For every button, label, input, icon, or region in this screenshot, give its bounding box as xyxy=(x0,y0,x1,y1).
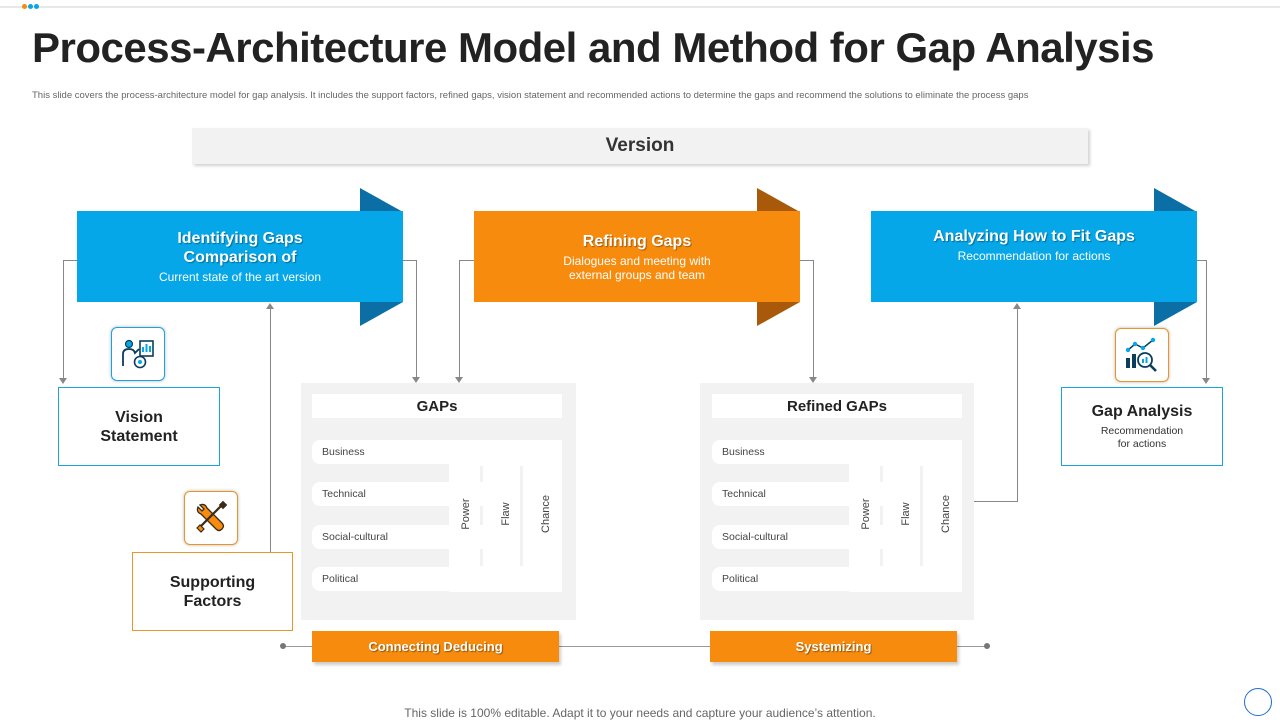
column-label: Flaw xyxy=(900,502,912,526)
column-divider xyxy=(880,466,883,566)
banner-subtitle: Current state of the art version xyxy=(158,270,322,284)
banner-identifying-gaps: Identifying Gaps Comparison of Current s… xyxy=(77,211,403,302)
banner-title: Analyzing How to Fit Gaps xyxy=(933,228,1135,245)
presenter-vision-icon xyxy=(111,327,165,381)
column-divider xyxy=(480,466,483,566)
column-divider xyxy=(520,466,523,566)
banner-analyzing-gaps: Analyzing How to Fit Gaps Recommendation… xyxy=(871,211,1197,302)
connector-line xyxy=(1017,309,1018,501)
connector-line xyxy=(1197,260,1207,261)
arrow-up xyxy=(266,303,274,309)
card-subtitle: Recommendation for actions xyxy=(1100,425,1184,450)
timeline-endpoint xyxy=(280,643,286,649)
arrow-down xyxy=(59,378,67,384)
connector-line xyxy=(270,309,271,553)
footer-note: This slide is 100% editable. Adapt it to… xyxy=(404,706,876,720)
arrow-down xyxy=(809,377,817,383)
column-cell xyxy=(890,466,918,566)
tools-wrench-screwdriver-icon xyxy=(184,491,238,545)
row-label: Social-cultural xyxy=(312,525,512,549)
column-cell xyxy=(530,466,560,566)
page-subtitle: This slide covers the process-architectu… xyxy=(32,90,1029,101)
banner-subtitle: Recommendation for actions xyxy=(957,249,1111,263)
systemizing-button: Systemizing xyxy=(710,631,957,662)
row-label: Political xyxy=(312,567,512,591)
page-title: Process-Architecture Model and Method fo… xyxy=(32,24,1155,71)
column-label: Power xyxy=(860,498,872,530)
decor-dot-blue xyxy=(28,4,33,9)
connector-line xyxy=(416,260,417,377)
connector-line xyxy=(459,260,474,261)
connector-line xyxy=(813,260,814,377)
arrow-up xyxy=(1013,303,1021,309)
connector-line xyxy=(63,260,77,261)
column-label: Chance xyxy=(540,495,552,533)
connector-line xyxy=(63,260,64,378)
card-title: Supporting Factors xyxy=(169,573,256,610)
top-divider xyxy=(0,6,1280,8)
column-label: Flaw xyxy=(500,502,512,526)
arrow-down xyxy=(412,377,420,383)
row-label: Business xyxy=(312,440,512,464)
decor-dot-blue xyxy=(34,4,39,9)
supporting-factors-card: Supporting Factors xyxy=(132,552,293,631)
connecting-deducing-button: Connecting Deducing xyxy=(312,631,559,662)
column-cell xyxy=(930,466,960,566)
banner-subtitle: Dialogues and meeting with external grou… xyxy=(563,253,711,282)
connector-line xyxy=(459,260,460,377)
gap-analysis-card: Gap Analysis Recommendation for actions xyxy=(1061,387,1223,466)
column-cell xyxy=(490,466,518,566)
column-cell xyxy=(452,466,480,566)
connector-line xyxy=(974,501,1018,502)
arrow-down xyxy=(455,377,463,383)
column-cell xyxy=(852,466,880,566)
timeline-endpoint xyxy=(984,643,990,649)
banner-title: Refining Gaps xyxy=(582,232,692,250)
corner-circle-icon xyxy=(1244,688,1272,716)
bottom-timeline xyxy=(284,646,987,647)
card-title: Vision Statement xyxy=(100,408,178,445)
column-label: Chance xyxy=(940,495,952,533)
connector-line xyxy=(1206,260,1207,378)
panel-title: Refined GAPs xyxy=(712,394,962,418)
row-label: Social-cultural xyxy=(712,525,912,549)
panel-title: GAPs xyxy=(312,394,562,418)
card-title: Gap Analysis xyxy=(1091,403,1193,420)
vision-statement-card: Vision Statement xyxy=(58,387,220,466)
row-label: Business xyxy=(712,440,912,464)
version-bar: Version xyxy=(192,128,1088,164)
analytics-magnifier-icon xyxy=(1115,328,1169,382)
column-divider xyxy=(920,466,923,566)
decor-dot-orange xyxy=(22,4,27,9)
row-label: Technical xyxy=(312,482,512,506)
banner-refining-gaps: Refining Gaps Dialogues and meeting with… xyxy=(474,211,800,302)
arrow-down xyxy=(1202,378,1210,384)
banner-title: Identifying Gaps Comparison of xyxy=(177,230,303,266)
row-label: Political xyxy=(712,567,912,591)
row-label: Technical xyxy=(712,482,912,506)
column-label: Power xyxy=(460,498,472,530)
connector-line xyxy=(403,260,417,261)
connector-line xyxy=(800,260,814,261)
